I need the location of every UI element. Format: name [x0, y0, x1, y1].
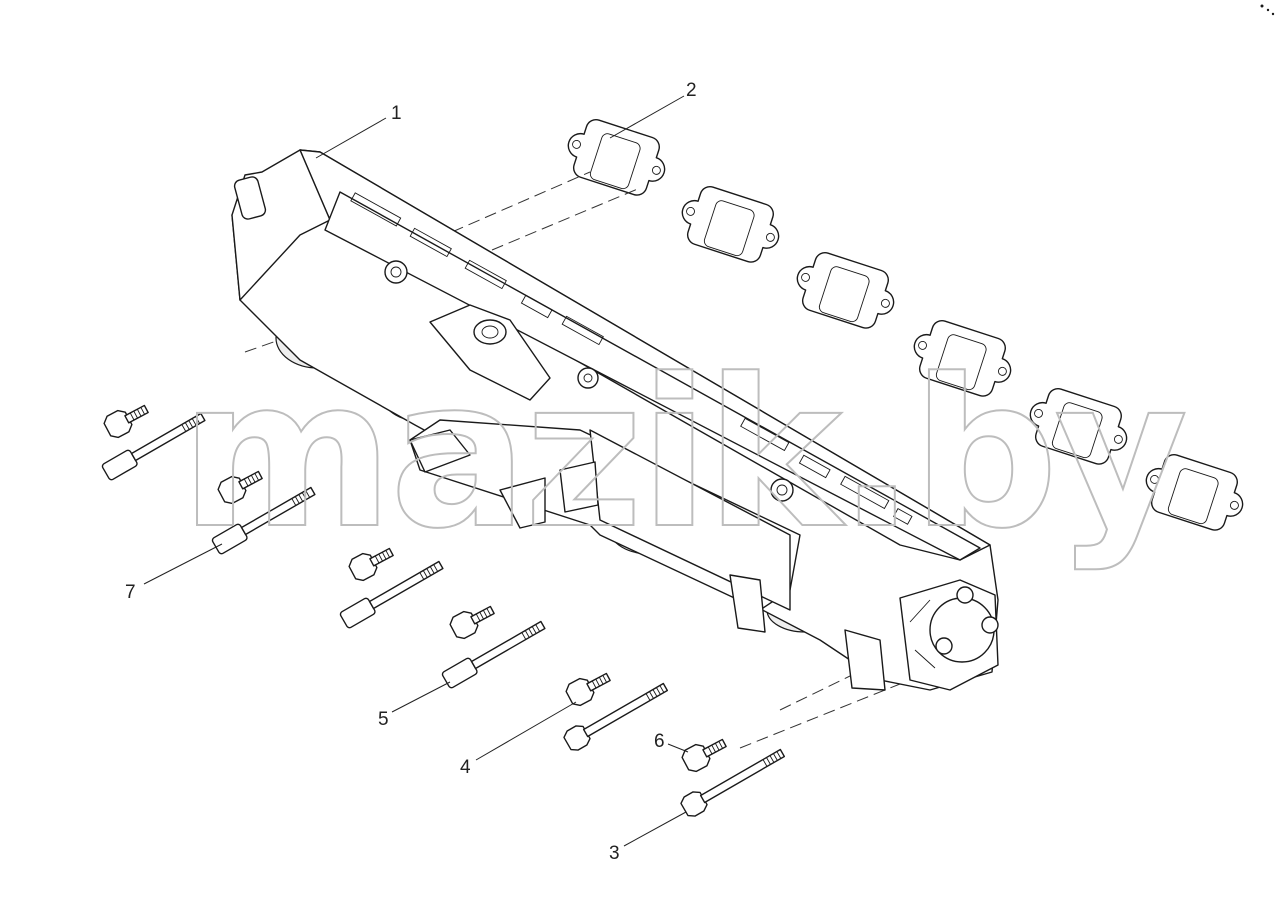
- port-slots: [350, 192, 913, 525]
- exhaust-manifold: [231, 149, 999, 691]
- gasket: [796, 252, 895, 329]
- gasket: [1029, 388, 1128, 465]
- callout-7: 7: [125, 582, 136, 603]
- flange-bolt: [565, 672, 611, 707]
- gasket: [681, 186, 780, 263]
- flange-bolt: [217, 470, 263, 505]
- corner-mark: [1260, 4, 1275, 16]
- flange-bolt: [103, 404, 149, 439]
- spacer-stud: [441, 620, 546, 689]
- leader-lines: [143, 95, 689, 847]
- gasket: [913, 320, 1012, 397]
- spacer-stud: [101, 412, 206, 481]
- callout-5: 5: [378, 709, 389, 730]
- long-bolt: [563, 682, 669, 751]
- flange-bolt: [449, 605, 495, 640]
- watermark: mazik.by: [180, 336, 1184, 574]
- callout-4: 4: [460, 757, 471, 778]
- callout-3: 3: [609, 843, 620, 864]
- callout-6: 6: [654, 731, 665, 752]
- spacer-stud: [211, 486, 316, 555]
- gasket: [1145, 454, 1244, 531]
- flange-bolt: [348, 547, 394, 582]
- alignment-lines: [244, 171, 921, 749]
- callout-2: 2: [686, 80, 697, 101]
- callout-1: 1: [391, 103, 402, 124]
- spacer-stud: [339, 560, 444, 629]
- long-bolt: [680, 748, 786, 817]
- gasket: [567, 119, 666, 196]
- flange-bolt: [681, 738, 727, 773]
- gasket-set: [567, 119, 1244, 531]
